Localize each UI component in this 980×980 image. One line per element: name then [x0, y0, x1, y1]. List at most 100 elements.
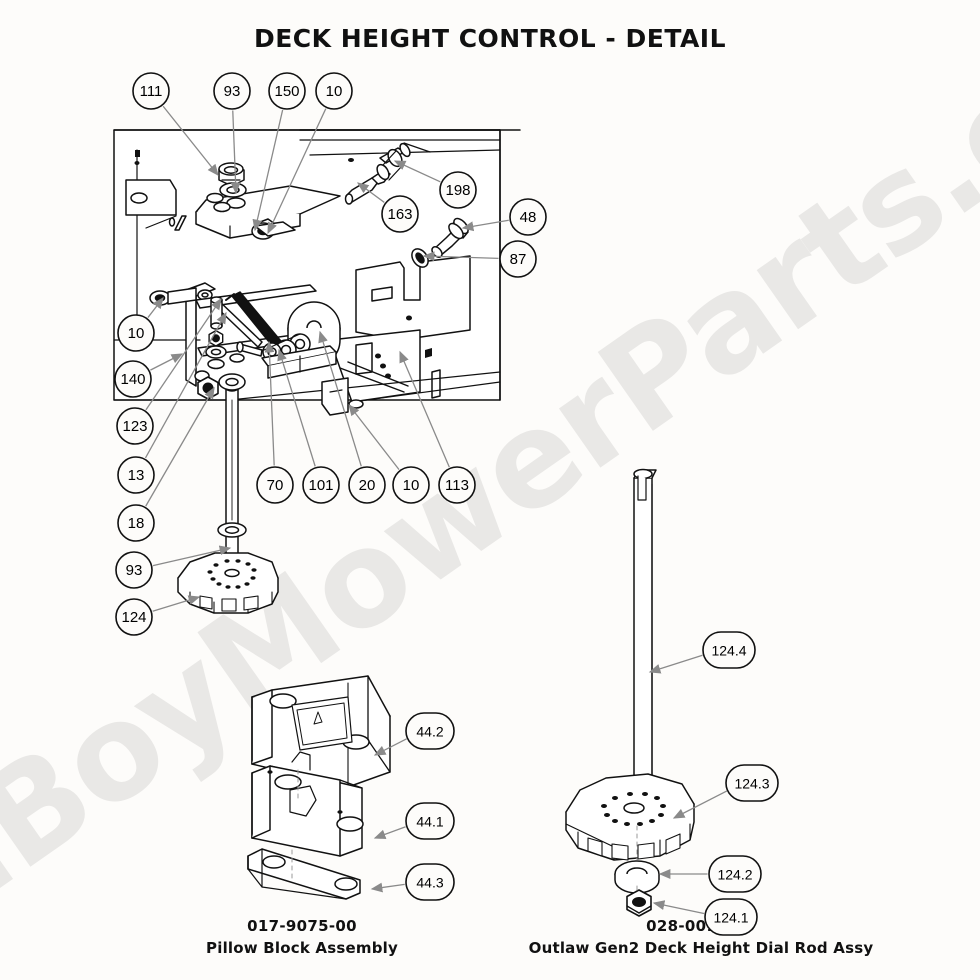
leader-lines — [144, 105, 728, 915]
leader-line-123 — [145, 297, 222, 411]
callout-label: 44.3 — [416, 875, 443, 891]
callout-balloon-44.3[interactable]: 44.3 — [405, 863, 455, 901]
callout-label: 13 — [128, 467, 145, 484]
leader-line-140 — [150, 353, 184, 371]
callout-balloon-outline — [392, 466, 430, 504]
callout-label: 123 — [122, 418, 147, 435]
lever-bracket-frame — [185, 282, 337, 387]
callout-label: 124.1 — [713, 910, 748, 926]
callout-balloon-18[interactable]: 18 — [117, 504, 155, 542]
callout-balloon-113[interactable]: 113 — [438, 466, 476, 504]
callout-label: 18 — [128, 515, 145, 532]
callout-balloon-outline — [509, 198, 547, 236]
callout-balloon-outline — [499, 240, 537, 278]
callout-label: 163 — [387, 206, 412, 223]
callout-label: 101 — [308, 477, 333, 494]
dial-rod-part-name: Outlaw Gen2 Deck Height Dial Rod Assy — [528, 938, 874, 957]
callout-balloon-163[interactable]: 163 — [381, 195, 419, 233]
leader-line-113 — [399, 350, 450, 468]
leader-line-163 — [356, 182, 385, 203]
callout-label: 48 — [520, 209, 537, 226]
leader-line-10b — [348, 403, 400, 470]
callout-balloon-outline — [117, 314, 155, 352]
callout-balloon-outline — [405, 802, 455, 840]
pillow-block-shim-plate-art — [247, 848, 361, 900]
callout-balloon-outline — [702, 631, 756, 669]
leader-line-18 — [145, 386, 215, 507]
leader-line-13 — [144, 311, 227, 459]
callout-balloon-outline — [117, 456, 155, 494]
callout-balloon-10L[interactable]: 10 — [117, 314, 155, 352]
callout-balloon-87[interactable]: 87 — [499, 240, 537, 278]
callout-label: 113 — [445, 477, 469, 494]
callout-balloon-101[interactable]: 101 — [302, 466, 340, 504]
leader-line-124 — [152, 595, 201, 612]
callout-balloon-outline — [405, 712, 455, 750]
callout-balloon-150[interactable]: 150 — [268, 72, 306, 110]
leader-line-10t — [267, 108, 327, 235]
callout-label: 93 — [126, 562, 143, 579]
leader-line-124.1 — [652, 900, 705, 915]
callout-label: 93 — [224, 83, 241, 100]
callout-balloon-outline — [213, 72, 251, 110]
pillow-block-part-name: Pillow Block Assembly — [206, 938, 398, 957]
callout-balloon-outline — [725, 764, 779, 802]
callout-balloon-111[interactable]: 111 — [132, 72, 170, 110]
leader-line-124.4 — [648, 654, 703, 674]
callout-balloon-124[interactable]: 124 — [115, 598, 153, 636]
callout-balloon-124.2[interactable]: 124.2 — [708, 855, 762, 893]
pillow-block-upper-half-art — [251, 675, 391, 788]
callout-label: 87 — [510, 251, 527, 268]
leader-line-70 — [264, 340, 275, 466]
callout-balloon-13[interactable]: 13 — [117, 456, 155, 494]
pillow-block-caption: 017-9075-00 Pillow Block Assembly — [152, 916, 452, 960]
callout-label: 124.2 — [717, 867, 752, 883]
callout-balloon-93b[interactable]: 93 — [115, 551, 153, 589]
callout-balloon-20[interactable]: 20 — [348, 466, 386, 504]
callout-balloon-outline — [256, 466, 294, 504]
leader-line-20 — [318, 330, 362, 467]
main-dial-detent-holes — [207, 559, 257, 589]
callout-balloon-44.1[interactable]: 44.1 — [405, 802, 455, 840]
pillow-block-lower-half-art — [251, 765, 364, 857]
leader-line-124.3 — [672, 790, 728, 819]
bolt-and-washer-parts — [411, 217, 469, 268]
callout-balloon-outline — [348, 466, 386, 504]
callout-balloon-198[interactable]: 198 — [439, 171, 477, 209]
callout-balloon-124.1[interactable]: 124.1 — [704, 898, 758, 936]
callout-balloon-70[interactable]: 70 — [256, 466, 294, 504]
callout-balloon-93t[interactable]: 93 — [213, 72, 251, 110]
leader-line-150 — [252, 109, 284, 232]
callout-balloon-44.2[interactable]: 44.2 — [405, 712, 455, 750]
dial-rod-plate-art — [565, 773, 695, 861]
callout-balloons: 111 93 150 10 198 163 48 87 10 140 123 13 18 93 124 70 1… — [114, 72, 779, 936]
callout-balloon-outline — [708, 855, 762, 893]
callout-label: 124 — [121, 609, 146, 626]
dial-rod-detent-holes — [601, 792, 666, 826]
callout-balloon-124.3[interactable]: 124.3 — [725, 764, 779, 802]
callout-label: 10 — [403, 477, 420, 494]
callout-label: 150 — [274, 83, 299, 100]
callout-balloon-123[interactable]: 123 — [116, 407, 154, 445]
callout-balloon-48[interactable]: 48 — [509, 198, 547, 236]
callout-label: 10 — [128, 325, 145, 342]
leader-line-44.3 — [370, 882, 405, 893]
dial-rod-locknut-art — [626, 889, 652, 917]
leader-line-93t — [230, 110, 241, 195]
leader-line-44.1 — [373, 826, 406, 840]
callout-balloon-outline — [116, 407, 154, 445]
callout-label: 70 — [267, 477, 284, 494]
callout-balloon-10t[interactable]: 10 — [315, 72, 353, 110]
callout-label: 20 — [359, 477, 376, 494]
leader-line-93b — [152, 545, 232, 567]
callout-label: 10 — [326, 83, 343, 100]
callout-balloon-10b[interactable]: 10 — [392, 466, 430, 504]
leader-line-101 — [277, 348, 316, 467]
callout-balloon-124.4[interactable]: 124.4 — [702, 631, 756, 669]
callout-balloon-outline — [438, 466, 476, 504]
callout-balloon-outline — [115, 598, 153, 636]
callout-balloon-140[interactable]: 140 — [114, 360, 152, 398]
